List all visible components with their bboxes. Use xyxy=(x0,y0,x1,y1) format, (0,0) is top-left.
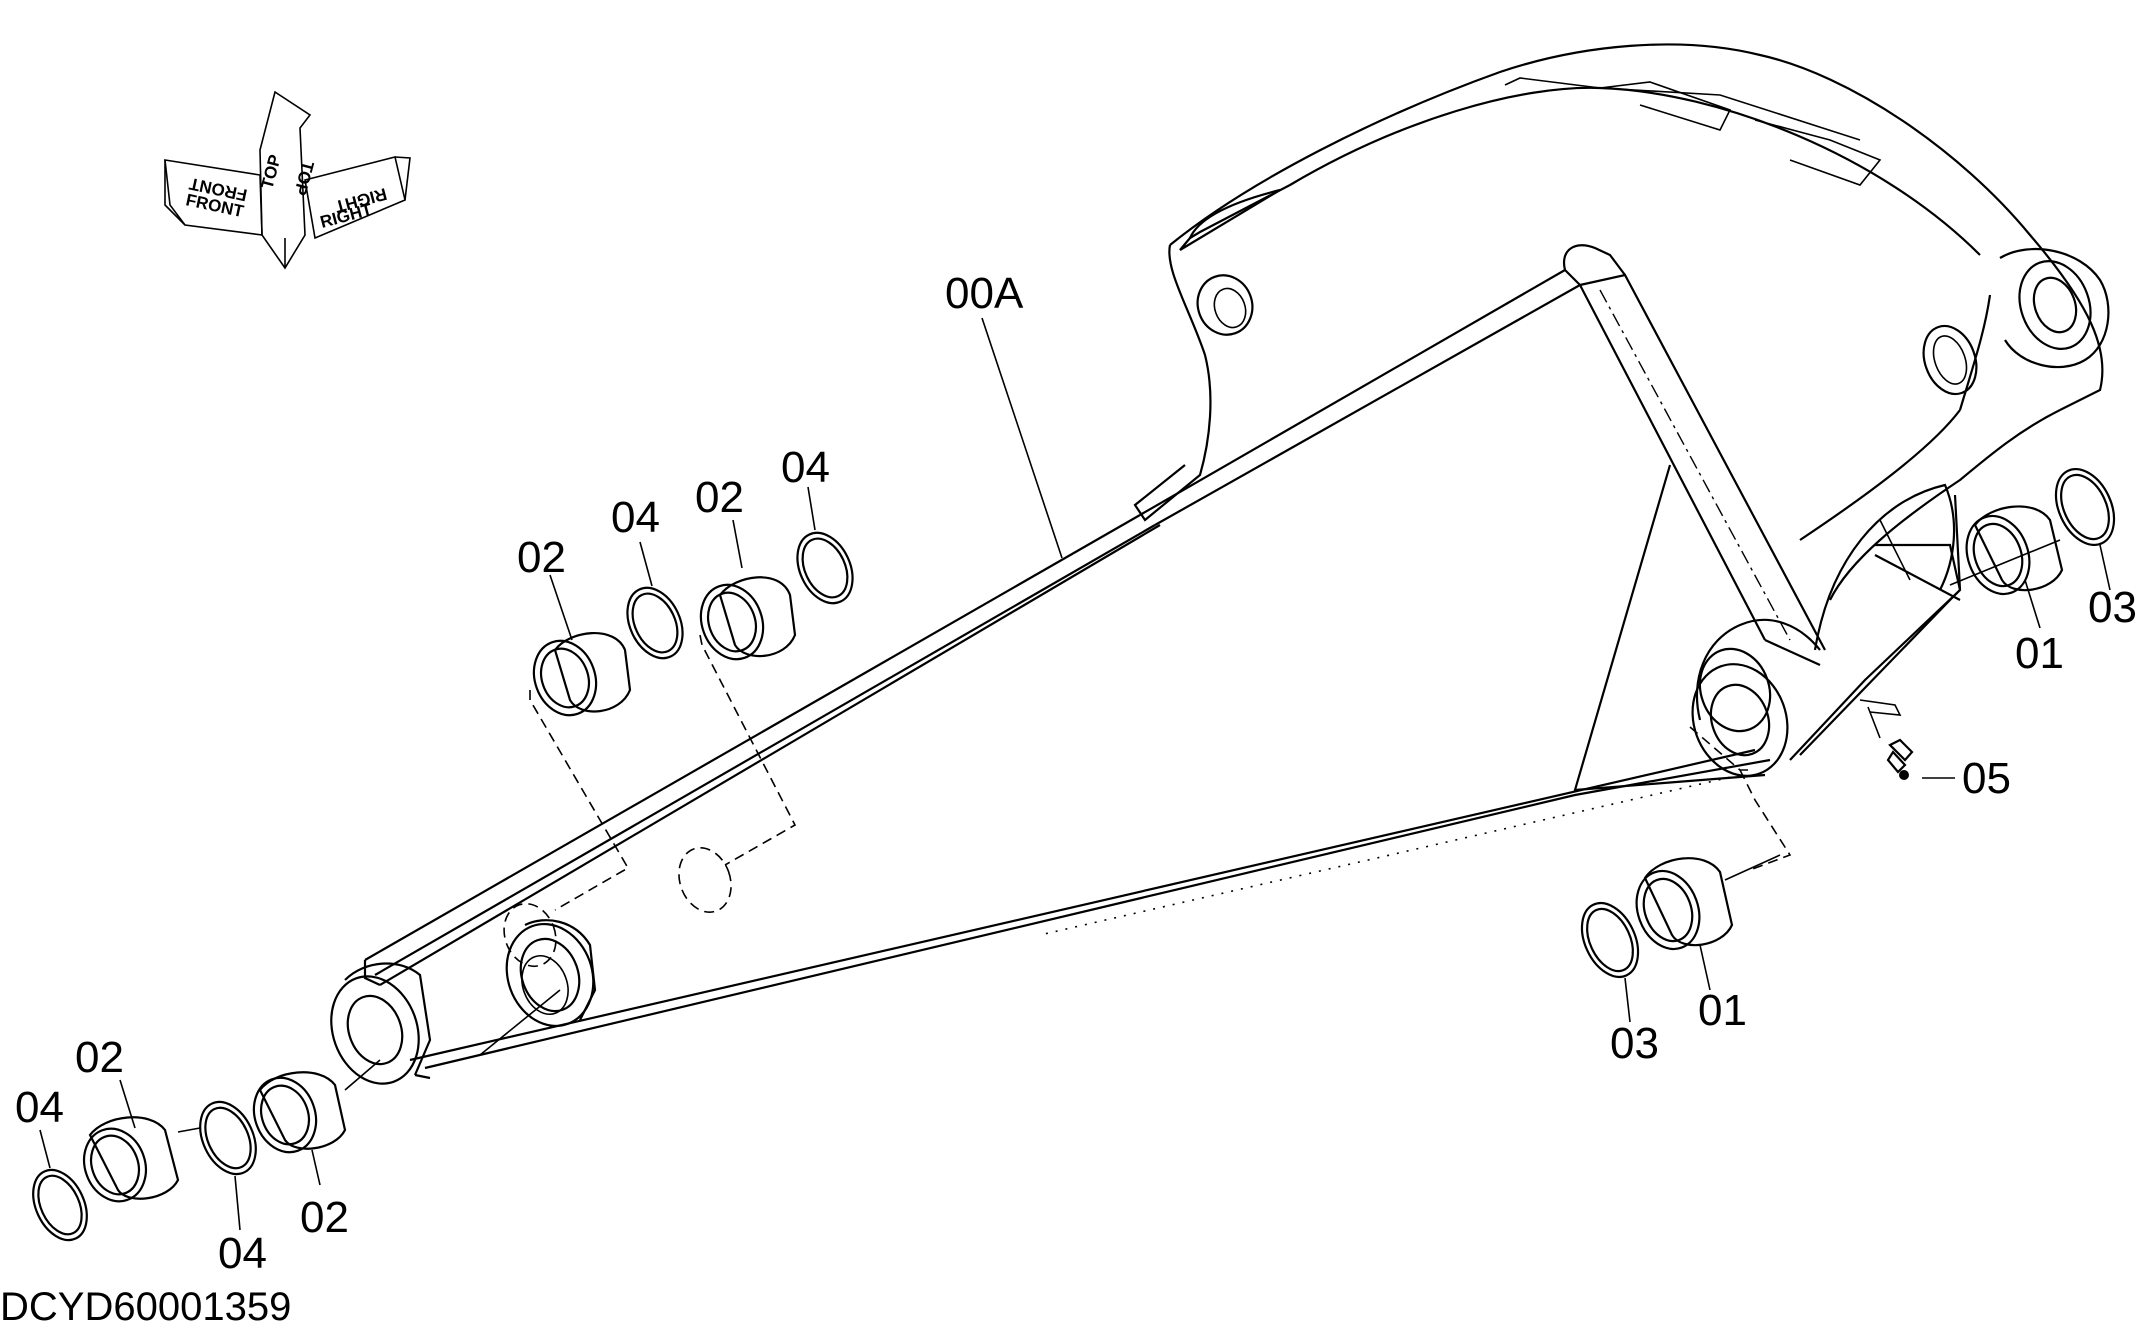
arm-body xyxy=(330,43,2110,1085)
seal-04-lower-left xyxy=(32,1168,88,1242)
seal-04-lower-mid xyxy=(199,1100,257,1176)
callout-03: 03 xyxy=(1610,1019,1659,1068)
callout-04: 04 xyxy=(218,1229,267,1278)
callout-02: 02 xyxy=(517,533,566,582)
callout-04: 04 xyxy=(15,1083,64,1132)
seal-03-right-lower xyxy=(1580,902,1640,978)
seal-04-upper-left xyxy=(626,586,684,660)
callout-04: 04 xyxy=(611,493,660,542)
grease-fitting-05-icon xyxy=(1867,706,1914,780)
leader-lines xyxy=(39,317,2111,1231)
callout-01: 01 xyxy=(2015,629,2064,678)
seal-04-upper-right xyxy=(796,531,854,605)
callout-02: 02 xyxy=(300,1193,349,1242)
callout-04: 04 xyxy=(781,443,830,492)
bushing-01-right-upper xyxy=(1965,505,2064,596)
callout-02: 02 xyxy=(695,473,744,522)
bushing-02-upper-left xyxy=(532,632,632,717)
top-label-mirrored: TOP xyxy=(290,159,317,197)
bushing-02-upper-mid xyxy=(699,576,797,661)
orientation-indicator-icon: FRONT FRONT TOP TOP RIGHT RIGHT xyxy=(164,90,411,270)
drawing-id: DCYD60001359 xyxy=(0,1285,291,1329)
assembly-lines xyxy=(177,539,2061,1133)
callout-05: 05 xyxy=(1962,754,2011,803)
bushing-02-lower-left xyxy=(82,1116,180,1203)
seal-03-right-upper xyxy=(2054,468,2116,546)
callout-03: 03 xyxy=(2088,583,2137,632)
callout-02: 02 xyxy=(75,1033,124,1082)
top-label: TOP xyxy=(258,153,285,191)
callout-00a: 00A xyxy=(945,269,1024,318)
callout-01: 01 xyxy=(1698,986,1747,1035)
callout-labels: 00A 02 04 02 04 02 04 04 02 01 03 05 01 … xyxy=(15,269,2137,1278)
bushing-01-right-lower xyxy=(1635,857,1734,951)
bushing-02-lower-mid xyxy=(252,1071,347,1154)
